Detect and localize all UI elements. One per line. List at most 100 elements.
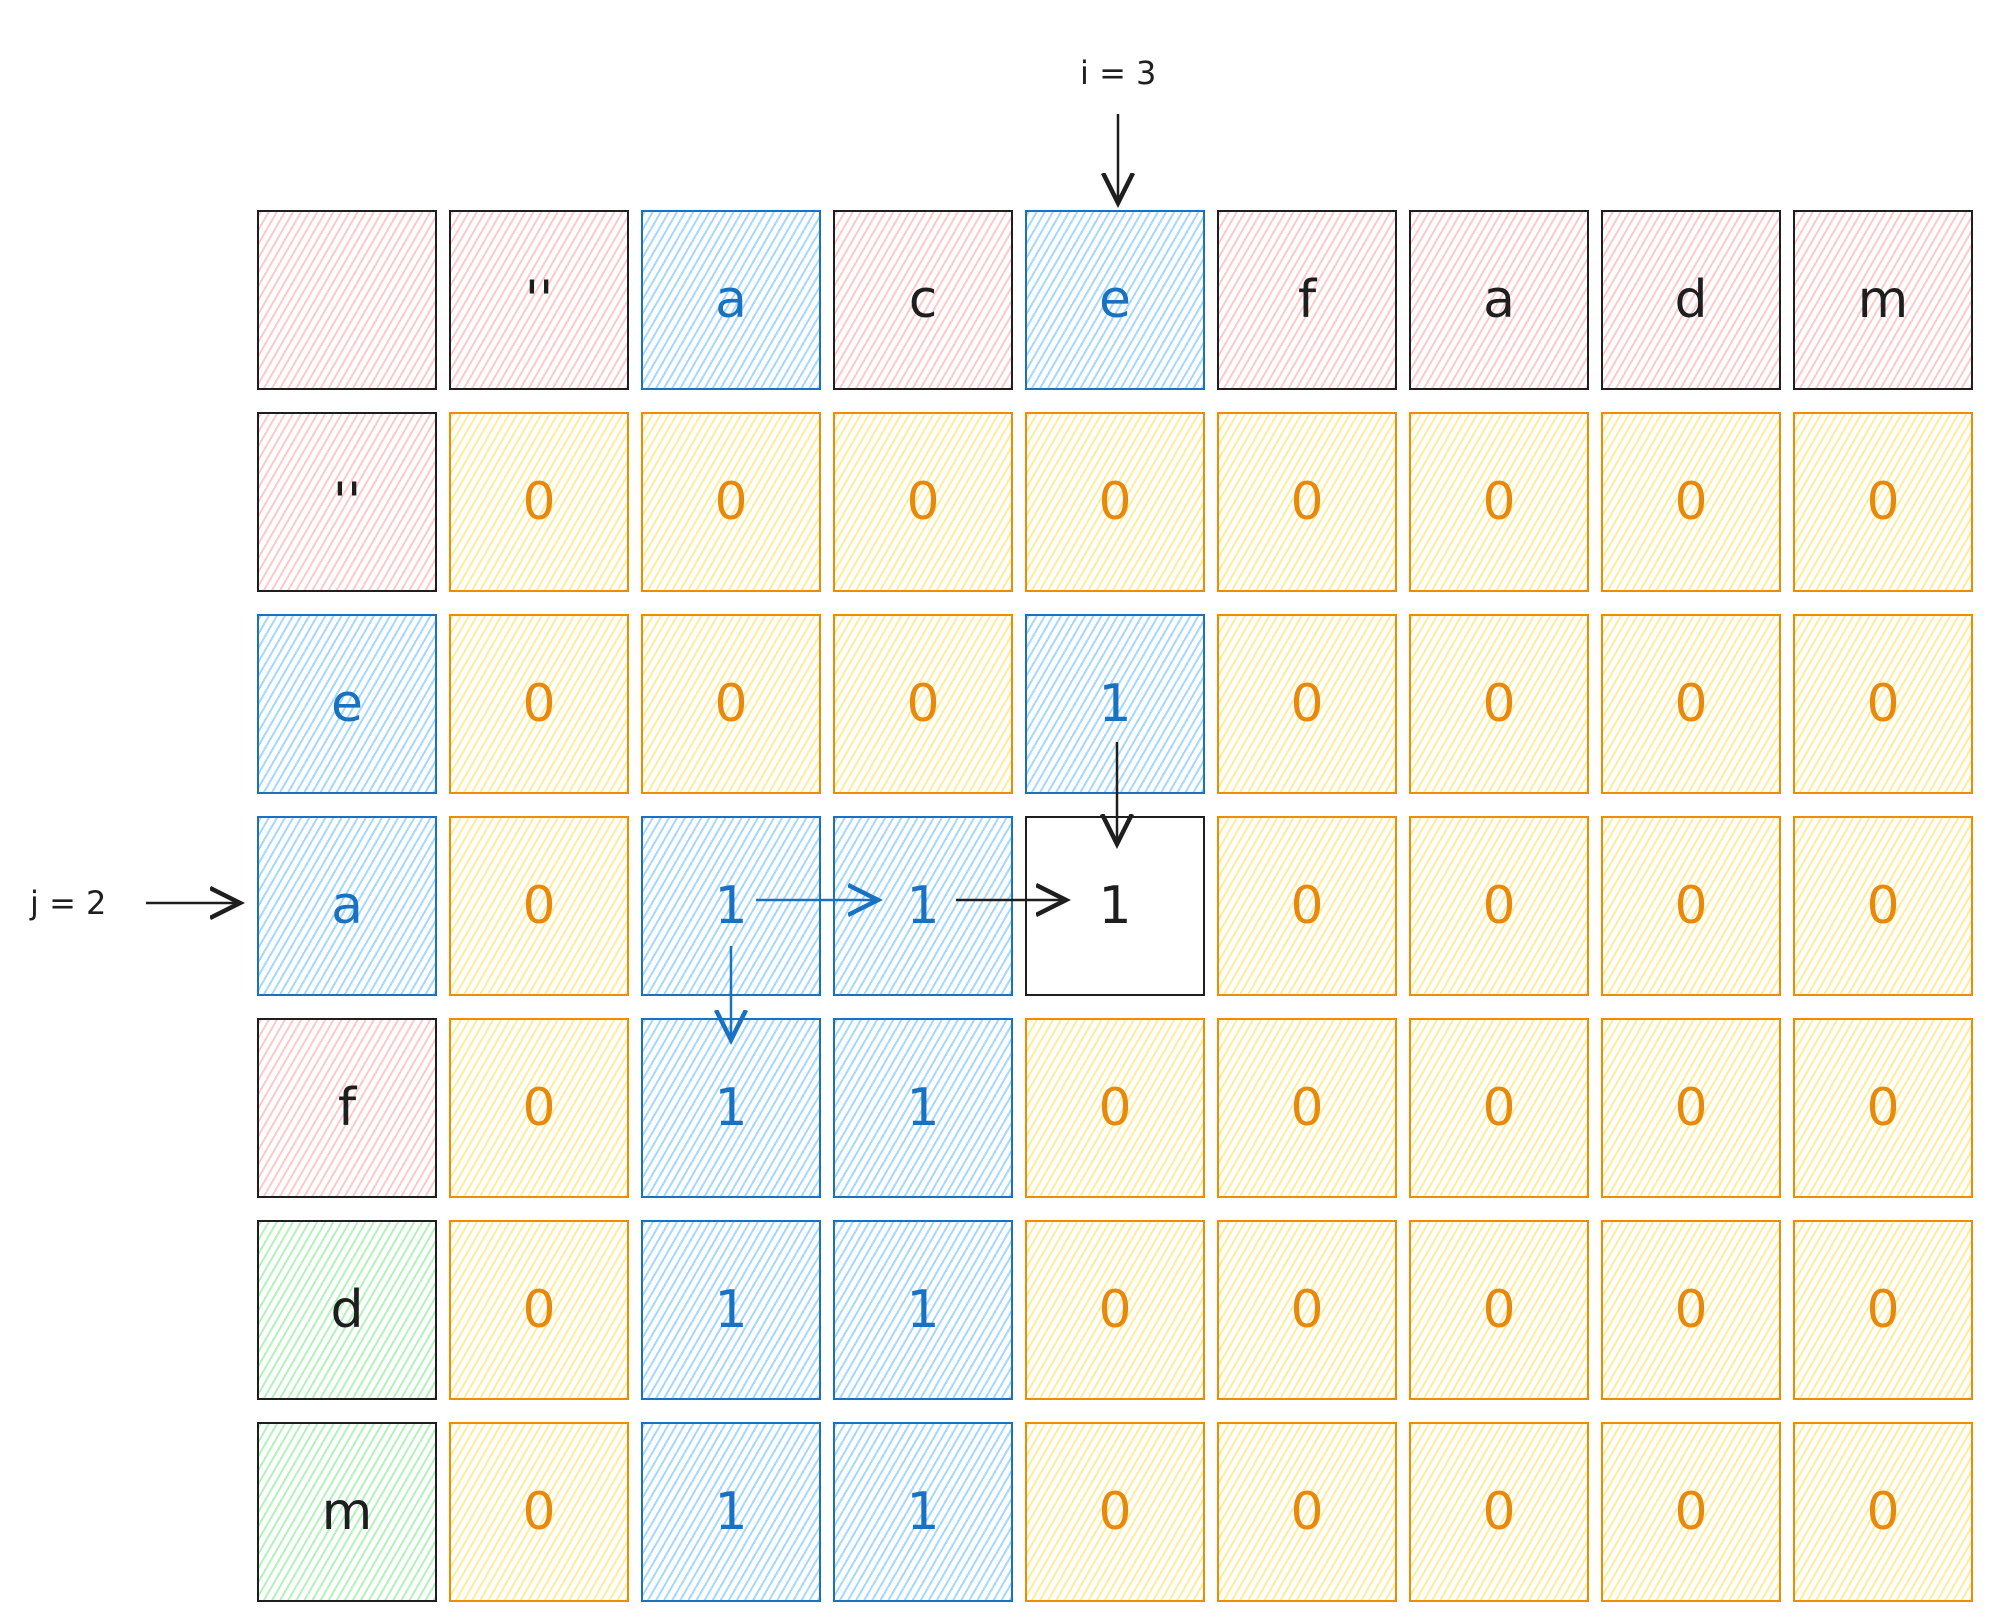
dp-cell-text: 0 xyxy=(1866,1280,1900,1340)
dp-cell: 0 xyxy=(1217,1422,1397,1602)
dp-cell-text: 0 xyxy=(1866,1482,1900,1542)
i-index-label: i = 3 xyxy=(1080,54,1157,92)
dp-cell: 1 xyxy=(833,1220,1013,1400)
row-header-cell: d xyxy=(257,1220,437,1400)
dp-cell-text: 0 xyxy=(1674,876,1708,936)
dp-cell: 1 xyxy=(641,1018,821,1198)
dp-cell: 0 xyxy=(1217,614,1397,794)
dp-cell-text: 0 xyxy=(1482,472,1516,532)
current-cell-text: 1 xyxy=(1098,876,1132,936)
dp-cell: 0 xyxy=(1793,412,1973,592)
dp-cell-text: 0 xyxy=(522,1280,556,1340)
row-header-cell-text: e xyxy=(331,674,363,734)
dp-cell: 0 xyxy=(1601,412,1781,592)
dp-cell-text: 0 xyxy=(1482,1482,1516,1542)
row-header-cell-text: a xyxy=(331,876,363,936)
dp-cell: 0 xyxy=(1793,1220,1973,1400)
dp-cell: 1 xyxy=(833,816,1013,996)
dp-cell-text: 0 xyxy=(1674,1482,1708,1542)
dp-cell-text: 0 xyxy=(522,876,556,936)
dp-cell: 0 xyxy=(1409,1018,1589,1198)
dp-cell: 0 xyxy=(1217,1018,1397,1198)
dp-cell: 0 xyxy=(1409,1220,1589,1400)
dp-cell-text: 1 xyxy=(714,1280,748,1340)
dp-cell: 0 xyxy=(833,412,1013,592)
dp-cell-text: 0 xyxy=(1290,1482,1324,1542)
current-cell: 1 xyxy=(1025,816,1205,996)
row-header-cell: a xyxy=(257,816,437,996)
corner-cell xyxy=(257,210,437,390)
dp-cell-text: 0 xyxy=(522,472,556,532)
dp-cell: 0 xyxy=(1793,614,1973,794)
dp-cell: 0 xyxy=(1601,816,1781,996)
dp-cell-text: 0 xyxy=(1290,876,1324,936)
dp-cell: 0 xyxy=(1601,614,1781,794)
dp-cell-text: 0 xyxy=(1482,1280,1516,1340)
dp-cell: 0 xyxy=(1793,1018,1973,1198)
dp-cell-text: 0 xyxy=(1866,472,1900,532)
row-header-cell: f xyxy=(257,1018,437,1198)
dp-cell: 1 xyxy=(641,816,821,996)
dp-cell: 0 xyxy=(1601,1018,1781,1198)
dp-cell-text: 0 xyxy=(522,1482,556,1542)
dp-cell-text: 0 xyxy=(906,472,940,532)
dp-cell-text: 0 xyxy=(1098,1482,1132,1542)
dp-cell-text: 0 xyxy=(1290,1078,1324,1138)
dp-cell: 0 xyxy=(1601,1220,1781,1400)
dp-cell: 0 xyxy=(1217,412,1397,592)
dp-cell-text: 0 xyxy=(1866,876,1900,936)
column-header-cell: e xyxy=(1025,210,1205,390)
row-header-cell-text: f xyxy=(337,1078,357,1138)
column-header-cell: d xyxy=(1601,210,1781,390)
row-header-cell: e xyxy=(257,614,437,794)
column-header-cell: m xyxy=(1793,210,1973,390)
dp-cell: 0 xyxy=(449,614,629,794)
dp-cell-text: 0 xyxy=(1098,1078,1132,1138)
row-header-cell-text: m xyxy=(321,1482,373,1542)
row-header-cell-text: '' xyxy=(332,472,362,532)
dp-cell: 1 xyxy=(641,1422,821,1602)
column-header-cell-text: a xyxy=(715,270,747,330)
dp-cell: 0 xyxy=(641,412,821,592)
column-header-cell-text: f xyxy=(1297,270,1317,330)
dp-cell-text: 0 xyxy=(1674,674,1708,734)
dp-cell-text: 0 xyxy=(1290,1280,1324,1340)
dp-cell: 0 xyxy=(449,816,629,996)
dp-cell: 0 xyxy=(1025,1220,1205,1400)
column-header-cell: a xyxy=(1409,210,1589,390)
dp-cell-text: 1 xyxy=(906,1078,940,1138)
dp-cell-text: 0 xyxy=(1290,674,1324,734)
dp-cell: 0 xyxy=(1217,1220,1397,1400)
dp-cell: 0 xyxy=(1793,816,1973,996)
dp-cell-text: 1 xyxy=(906,1280,940,1340)
column-header-cell: c xyxy=(833,210,1013,390)
dp-cell: 0 xyxy=(1409,1422,1589,1602)
column-header-cell-text: d xyxy=(1674,270,1708,330)
dp-cell-text: 0 xyxy=(1098,472,1132,532)
column-header-cell-text: a xyxy=(1483,270,1515,330)
dp-cell: 0 xyxy=(1217,816,1397,996)
dp-cell: 0 xyxy=(1409,412,1589,592)
column-header-cell-text: m xyxy=(1857,270,1909,330)
dp-cell-text: 1 xyxy=(1098,674,1132,734)
dp-cell-text: 0 xyxy=(1674,1078,1708,1138)
dp-cell-text: 0 xyxy=(1482,876,1516,936)
dp-cell-text: 1 xyxy=(714,1482,748,1542)
dp-cell: 0 xyxy=(449,1220,629,1400)
dp-cell-text: 0 xyxy=(906,674,940,734)
dp-cell: 0 xyxy=(641,614,821,794)
column-header-cell: '' xyxy=(449,210,629,390)
dp-cell: 0 xyxy=(1025,1422,1205,1602)
dp-cell-text: 0 xyxy=(1866,674,1900,734)
dp-cell-text: 1 xyxy=(714,1078,748,1138)
row-header-cell: '' xyxy=(257,412,437,592)
dp-cell-text: 0 xyxy=(1290,472,1324,532)
dp-cell: 0 xyxy=(1409,614,1589,794)
column-header-cell: a xyxy=(641,210,821,390)
dp-cell-text: 0 xyxy=(1098,1280,1132,1340)
dp-cell: 1 xyxy=(641,1220,821,1400)
dp-cell: 0 xyxy=(1601,1422,1781,1602)
dp-cell: 0 xyxy=(1793,1422,1973,1602)
dp-cell-text: 1 xyxy=(714,876,748,936)
dp-cell: 0 xyxy=(449,1018,629,1198)
